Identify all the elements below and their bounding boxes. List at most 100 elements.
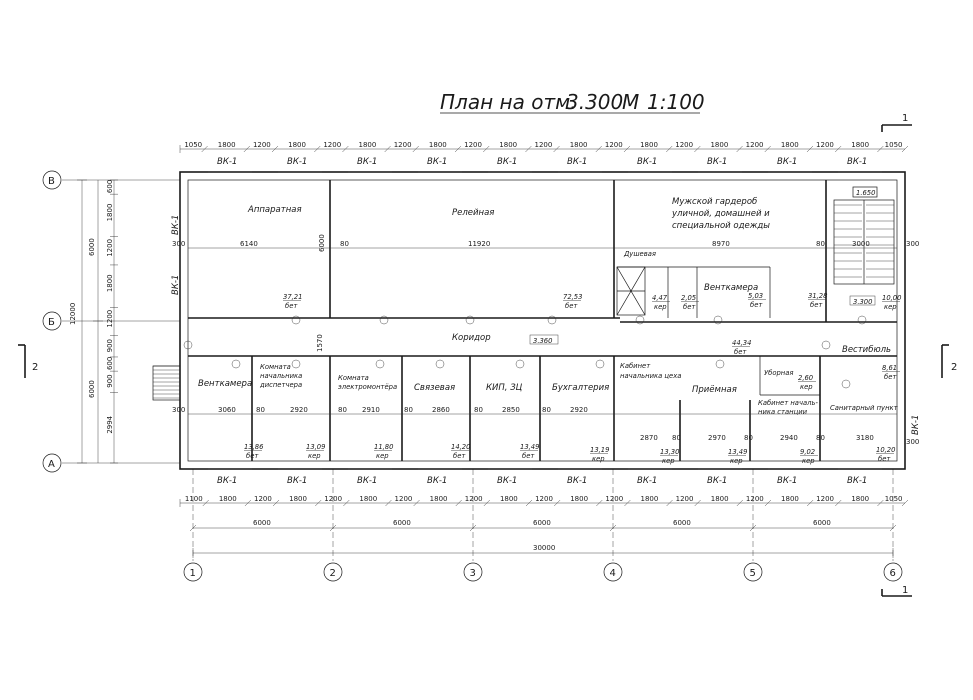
room-marker-12 (595, 359, 605, 369)
top-dim-tick-20 (877, 145, 884, 153)
top-dim-label-18: 1200 (816, 141, 834, 149)
title-prefix: План на отм. (440, 90, 577, 114)
left-detail-label-1: 1800 (106, 204, 114, 222)
top-dim-label-7: 1800 (429, 141, 447, 149)
bottom-dim-label-20: 1050 (885, 495, 903, 503)
axis-bubble-row-1 (42, 311, 62, 331)
room-dim-b1: 3060 (218, 406, 236, 414)
room-area-finish-16: бет (734, 348, 747, 356)
section2-right-label: 2 (951, 362, 957, 373)
room-area-value-15: 10,20 (876, 446, 895, 454)
top-dim-tick-6 (384, 145, 391, 153)
left-detail-label-5: 900 (106, 339, 114, 352)
room-electromonter-l2: электромонтёра (338, 383, 397, 391)
room-dimensions: 6140 11920 8970 3000 300 300 80 80 6000 … (172, 234, 919, 446)
top-dim-tick-18 (806, 145, 814, 153)
wall-1570-vertical: 1570 (316, 334, 324, 352)
room-area-finish-17: кер (800, 383, 813, 391)
stair-level-box (852, 186, 878, 198)
wall-300-north: 300 (172, 240, 185, 248)
window-top-5: ВК-1 (567, 157, 587, 167)
bottom-dim-label-12: 1200 (605, 495, 623, 503)
room-area-finish-9: бет (453, 452, 466, 460)
title-level: 3.300 (566, 90, 623, 114)
room-dispetcher-l3: диспетчера (259, 381, 302, 389)
room-area-value-0: 37,21 (283, 293, 302, 301)
room-dim-b2: 2920 (290, 406, 308, 414)
bottom-dim-label-0: 1100 (185, 495, 203, 503)
total-dim-label: 30000 (533, 544, 555, 552)
room-garderob-l2: уличной, домашней и (671, 209, 770, 219)
vest-level: 3.300 (853, 298, 872, 306)
room-dispetcher-l2: начальника (260, 372, 302, 380)
top-dim-tick-9 (483, 145, 490, 153)
top-dim-label-6: 1200 (394, 141, 412, 149)
top-dim-label-19: 1800 (851, 141, 869, 149)
top-dimension-chain: 1050 1800 1200 1800 1200 1800 1200 1800 1200 1800… (179, 141, 909, 153)
room-area-value-17: 2,60 (798, 374, 813, 382)
window-top-7: ВК-1 (707, 157, 727, 167)
top-dim-label-14: 1200 (675, 141, 693, 149)
bottom-dim-tick-19 (835, 499, 842, 507)
wall-300-north-r: 300 (906, 240, 919, 248)
room-marker-14 (821, 340, 831, 350)
bay-dim-label-1: 6000 (393, 519, 411, 527)
left-detail-label-6: 600 (106, 357, 114, 370)
room-marker-8 (291, 359, 301, 369)
bottom-dim-label-7: 1800 (430, 495, 448, 503)
window-bottom-3: ВК-1 (427, 476, 447, 486)
top-dim-tick-2 (243, 145, 251, 153)
room-area-value-16: 44,34 (732, 339, 751, 347)
wall-80-s1: 80 (256, 406, 265, 414)
title-scale: 1:100 (647, 90, 705, 114)
top-dim-label-0: 1050 (184, 141, 202, 149)
top-dim-tick-10 (525, 145, 532, 153)
top-dim-label-10: 1200 (535, 141, 553, 149)
bottom-dim-tick-9 (483, 499, 491, 507)
top-dim-label-11: 1800 (570, 141, 588, 149)
top-dim-label-16: 1200 (746, 141, 764, 149)
room-kabinet-ceha-l2: начальника цеха (620, 372, 681, 380)
room-buhgalteriya: Бухгалтерия (552, 383, 609, 393)
left-detail-label-2: 1200 (106, 239, 114, 257)
axis-bubble-row-2 (42, 453, 62, 473)
axis-bubble-1 (183, 562, 203, 582)
bottom-dim-label-2: 1200 (254, 495, 272, 503)
room-areas: 37,21бет72,53бет4,47кер2,05бет5,03бет31,… (244, 292, 901, 465)
left-total-label: 12000 (69, 303, 77, 325)
wall-80-s4: 80 (474, 406, 483, 414)
top-dim-tick-7 (412, 145, 419, 153)
bay-dim-label-3: 6000 (673, 519, 691, 527)
wall-80-s5: 80 (542, 406, 551, 414)
bottom-dim-tick-20 (877, 499, 884, 507)
window-bottom-7: ВК-1 (707, 476, 727, 486)
top-dim-label-5: 1800 (359, 141, 377, 149)
top-dim-tick-8 (454, 145, 462, 153)
room-marker-6 (713, 315, 723, 325)
bottom-dim-label-11: 1800 (570, 495, 588, 503)
room-dim-a1: 6140 (240, 240, 258, 248)
room-area-finish-7: кер (308, 452, 321, 460)
bottom-dim-tick-2 (244, 499, 252, 507)
axis-bubble-3 (463, 562, 483, 582)
bottom-dim-label-6: 1200 (395, 495, 413, 503)
bay-dim-label-4: 6000 (813, 519, 831, 527)
room-area-value-14: 9,02 (800, 448, 815, 456)
window-left-2: ВК-1 (171, 275, 181, 295)
window-left-1: ВК-1 (171, 215, 181, 235)
bay-dim-label-2: 6000 (533, 519, 551, 527)
window-bottom-4: ВК-1 (497, 476, 517, 486)
bottom-dim-tick-7 (413, 499, 420, 507)
room-area-value-3: 2,05 (681, 294, 696, 302)
bottom-dim-label-8: 1200 (465, 495, 483, 503)
window-bottom-6: ВК-1 (637, 476, 657, 486)
top-dim-tick-11 (553, 145, 560, 153)
bottom-dim-tick-21 (901, 499, 909, 507)
room-markers (183, 315, 867, 389)
top-dim-label-17: 1800 (781, 141, 799, 149)
outer-wall-outer (179, 171, 906, 470)
